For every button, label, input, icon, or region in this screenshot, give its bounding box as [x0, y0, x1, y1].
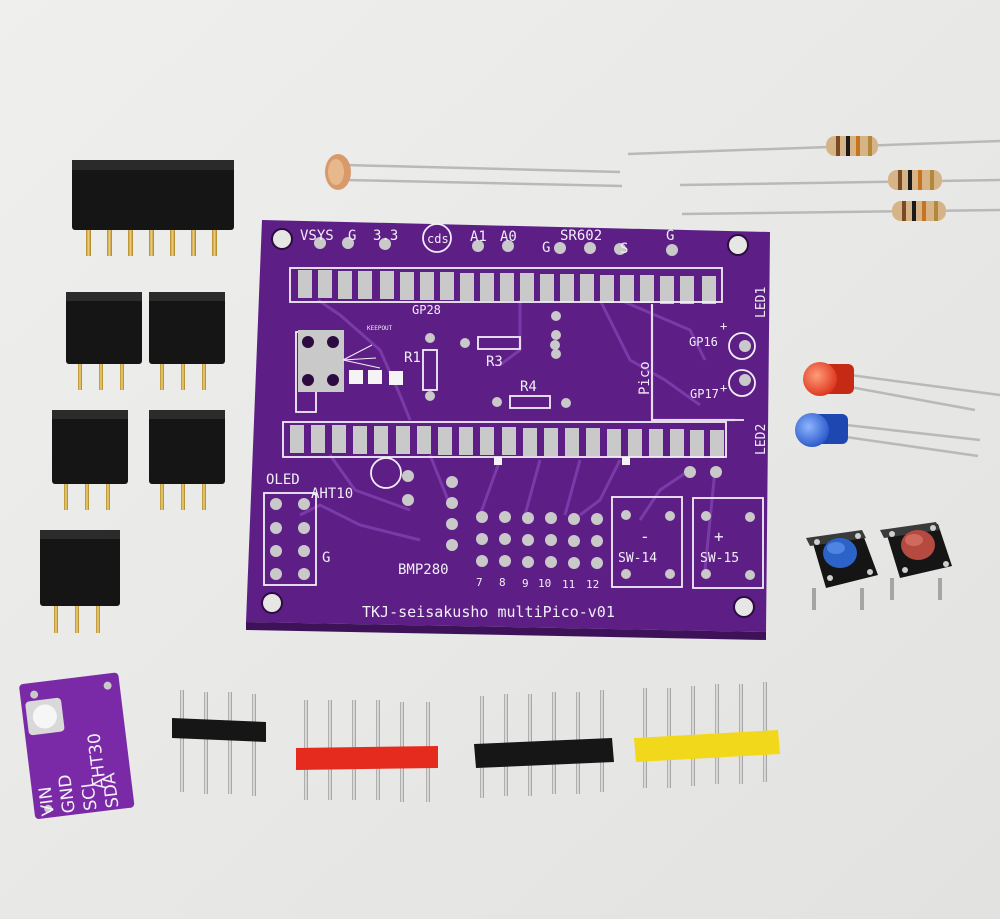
pin-number: 9 — [522, 577, 529, 590]
module-pin-vin: VIN — [36, 785, 59, 817]
resistor-2 — [679, 170, 1000, 190]
label-gp17: GP17 — [690, 387, 719, 401]
label-sr602: SR602 — [560, 228, 602, 244]
female-header-3pin-a — [66, 292, 142, 390]
board-title: TKJ-seisakusho multiPico-v01 — [362, 603, 615, 621]
label-led1: LED1 — [754, 287, 769, 318]
label-sw14: SW-14 — [618, 551, 657, 566]
male-header-red-6 — [296, 700, 438, 802]
label-minus: - — [640, 527, 650, 546]
tactile-switch-blue — [806, 530, 878, 610]
label-g-2: G — [542, 240, 550, 256]
pin-number: 12 — [586, 578, 599, 591]
label-aht10: AHT10 — [311, 486, 353, 502]
female-header-3pin-b — [149, 292, 225, 390]
male-header-yellow-6 — [634, 682, 780, 788]
header-row-bottom — [290, 425, 724, 458]
photoresistor-cds — [325, 154, 623, 190]
resistor-3 — [681, 201, 1000, 221]
led-blue — [795, 413, 981, 458]
male-header-black-6 — [474, 690, 614, 798]
label-plus: + — [714, 527, 724, 546]
label-oled: OLED — [266, 472, 300, 488]
label-sw15: SW-15 — [700, 551, 739, 566]
label-gp16: GP16 — [689, 335, 718, 349]
female-header-3pin-d — [149, 410, 225, 510]
aht30-module: AHT30 VIN GND SCL SDA — [19, 672, 135, 819]
label-r3: R3 — [486, 354, 503, 370]
main-pcb: VSYS G 3.3 A1 A0 G SR602 S G cds GP28 KE… — [246, 220, 770, 640]
tactile-switch-red — [880, 522, 952, 600]
pin-number: 11 — [562, 578, 575, 591]
label-pico: Pico — [637, 361, 653, 395]
label-3v3: 3.3 — [373, 228, 398, 244]
label-g-3: G — [666, 228, 674, 244]
label-r1: R1 — [404, 350, 421, 366]
pin-number: 7 — [476, 576, 483, 589]
male-header-black-4 — [172, 690, 266, 796]
label-gp28: GP28 — [412, 303, 441, 317]
pin-number: 8 — [499, 576, 506, 589]
module-pin-sda: SDA — [99, 771, 123, 809]
pin-number: 10 — [538, 577, 551, 590]
label-g-4: G — [322, 550, 330, 566]
keepout-area — [298, 330, 403, 392]
female-header-3pin-e — [40, 530, 120, 633]
label-vsys: VSYS — [300, 228, 334, 244]
label-led2: LED2 — [754, 424, 769, 455]
female-header-long — [72, 160, 234, 256]
module-pin-gnd: GND — [55, 773, 80, 814]
label-a0: A0 — [500, 229, 517, 245]
resistor-1 — [627, 136, 1000, 156]
label-keepout: KEEPOUT — [367, 325, 393, 332]
label-g-1: G — [348, 228, 356, 244]
female-header-3pin-c — [52, 410, 128, 510]
label-led2-plus: + — [720, 381, 727, 395]
label-a1: A1 — [470, 229, 487, 245]
label-bmp280: BMP280 — [398, 562, 449, 578]
label-cds: cds — [427, 232, 449, 246]
silk-pin-numbers: 7 8 9 10 11 12 — [476, 576, 599, 591]
module-pin-scl: SCL — [78, 777, 102, 812]
header-row-top — [298, 270, 716, 304]
label-led1-plus: + — [720, 319, 727, 333]
silk-top-labels: VSYS G 3.3 A1 A0 G SR602 S G — [300, 228, 674, 257]
led-red — [803, 362, 1000, 412]
label-r4: R4 — [520, 379, 537, 395]
label-s: S — [620, 241, 628, 257]
